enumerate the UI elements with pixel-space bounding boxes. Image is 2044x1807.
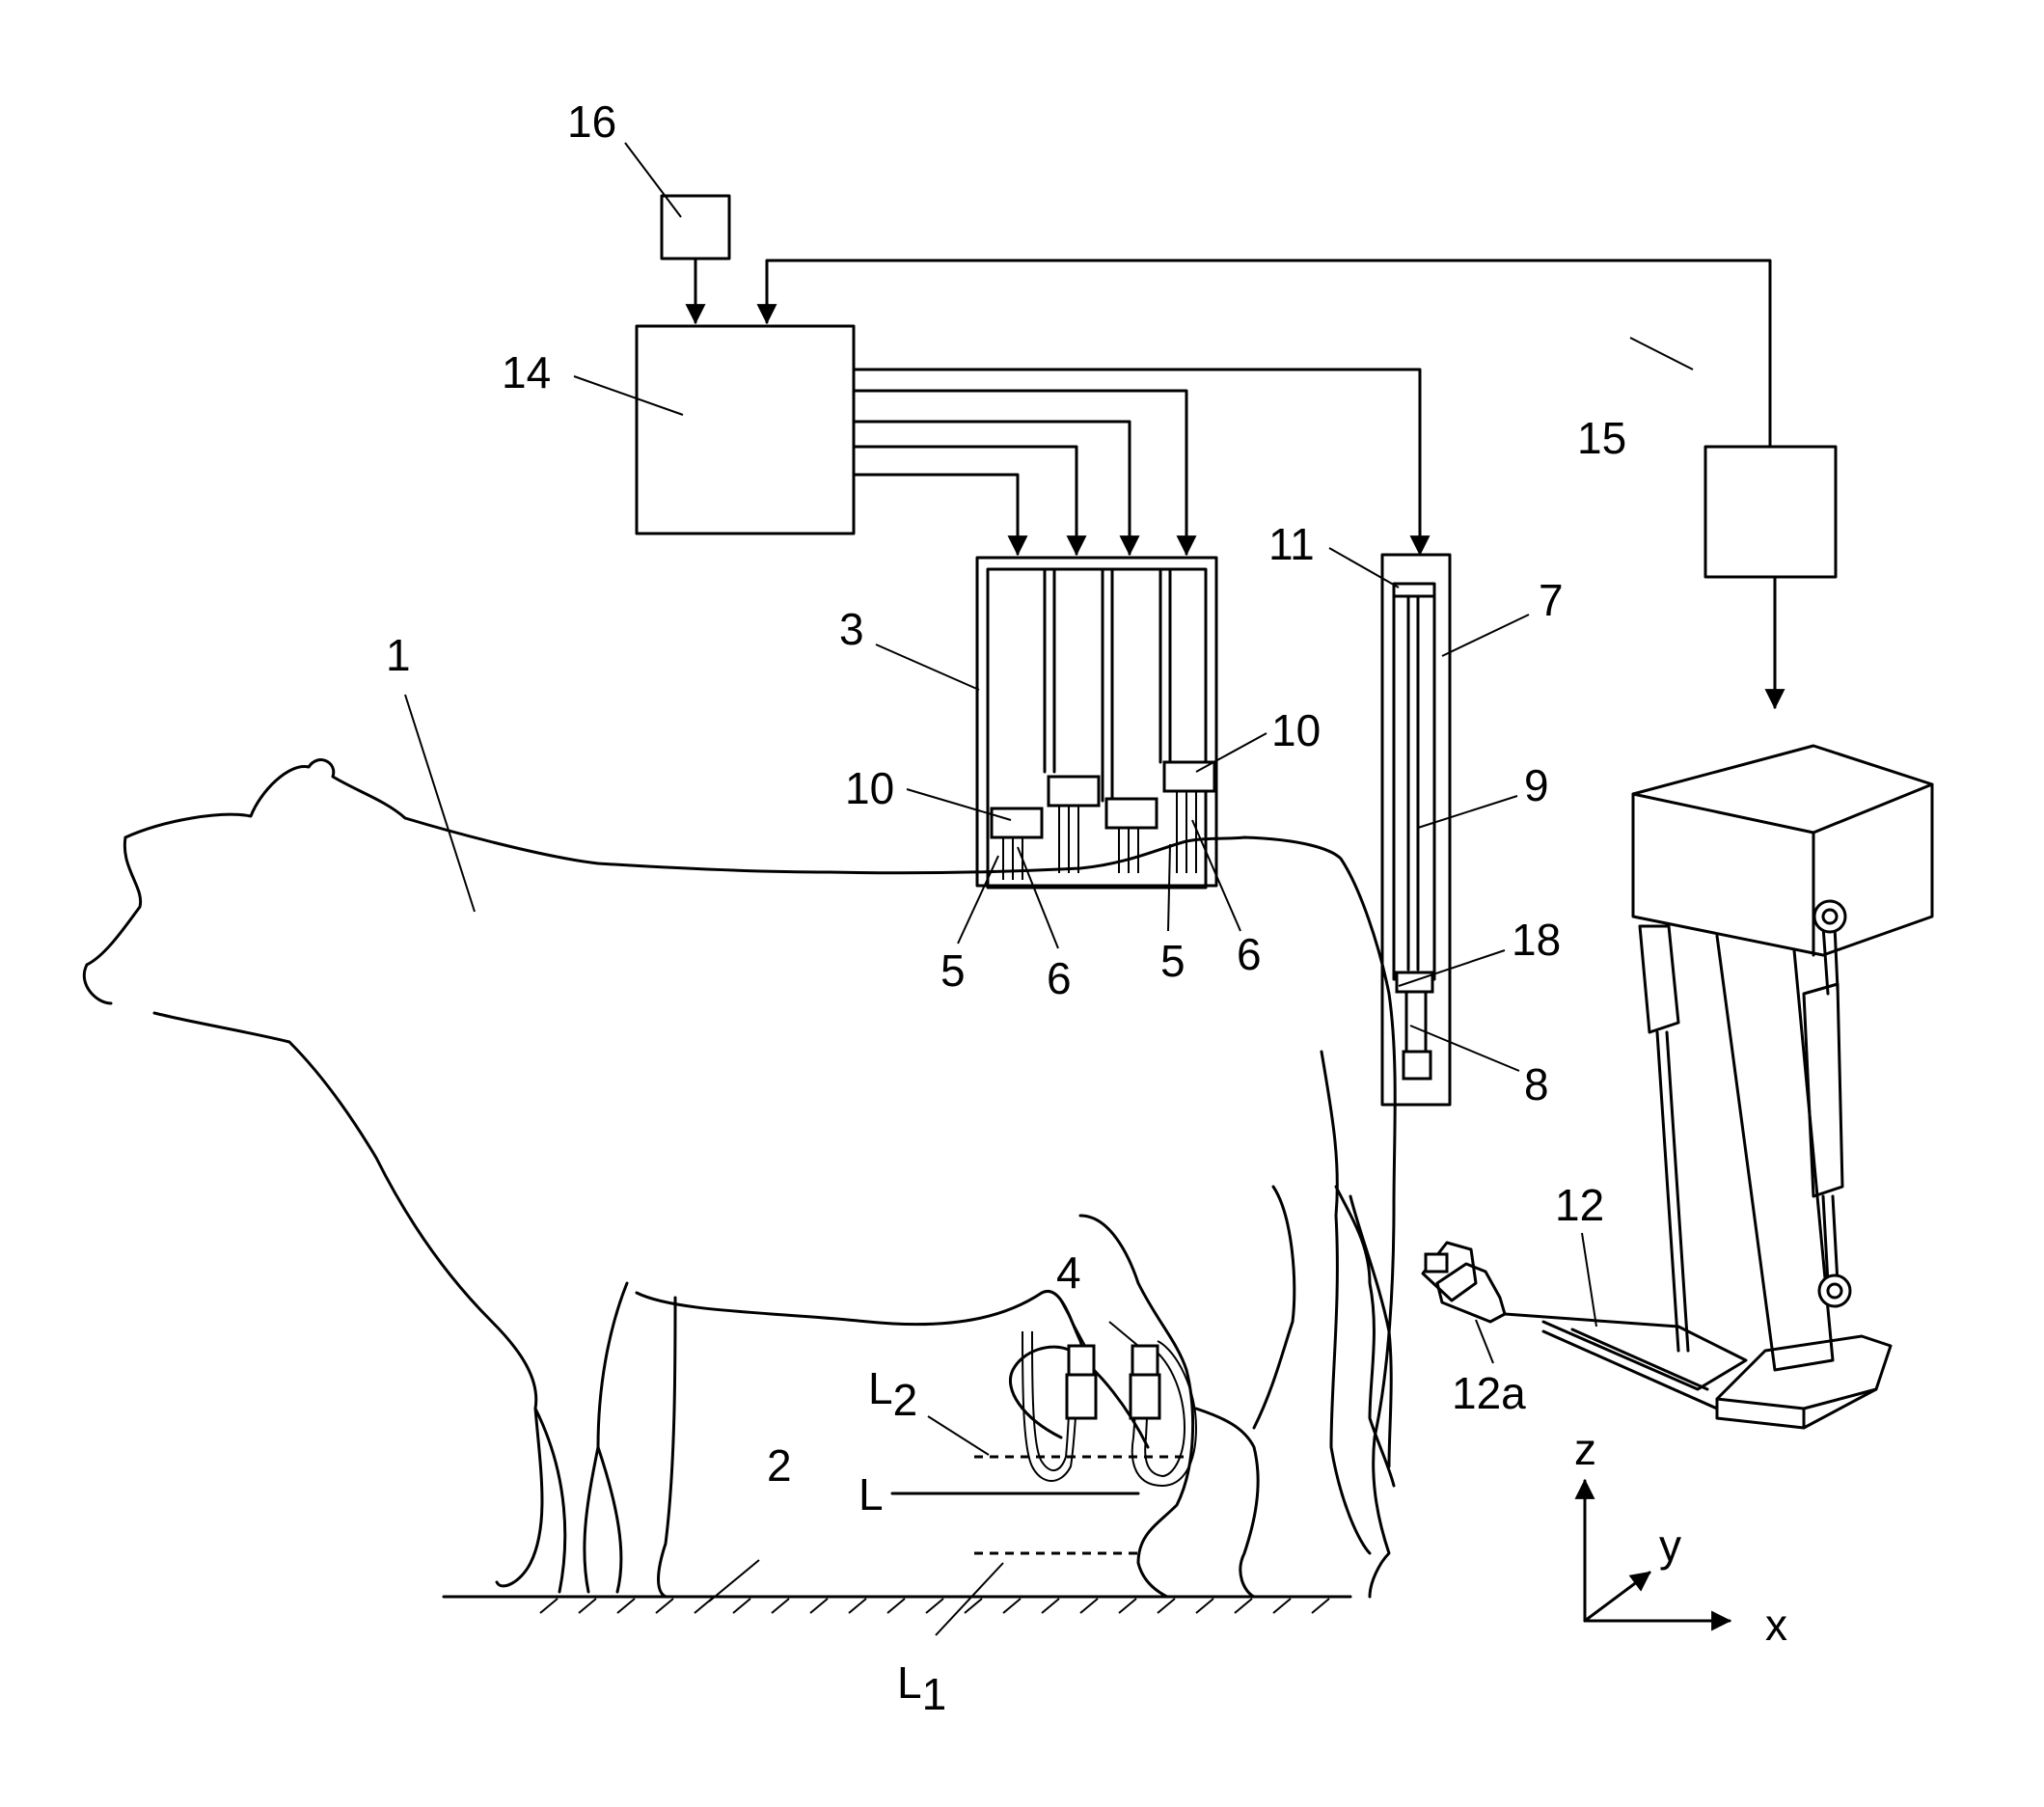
label-7: 7 bbox=[1539, 575, 1564, 625]
floor-hatch-mark bbox=[1312, 1599, 1329, 1613]
floor-hatch-mark bbox=[1158, 1599, 1175, 1613]
label-l: L bbox=[858, 1469, 884, 1520]
teat-cup-rack bbox=[977, 558, 1216, 888]
label-16: 16 bbox=[567, 96, 616, 147]
floor-hatch-mark bbox=[617, 1599, 635, 1613]
label-5-right: 5 bbox=[1160, 936, 1186, 986]
floor-hatch-mark bbox=[1119, 1599, 1136, 1613]
reference-numerals: 16 14 3 1 10 10 5 6 5 6 11 7 9 18 8 15 1… bbox=[386, 96, 1626, 1719]
label-8: 8 bbox=[1524, 1059, 1549, 1109]
axis-z-label: z bbox=[1574, 1424, 1596, 1474]
floor-hatch-mark bbox=[1235, 1599, 1252, 1613]
cup-holder bbox=[1049, 777, 1099, 806]
cup-holder bbox=[1106, 799, 1157, 828]
piston bbox=[1397, 972, 1432, 992]
camera-unit-box bbox=[1705, 447, 1836, 577]
label-10-right: 10 bbox=[1271, 705, 1321, 755]
label-1: 1 bbox=[386, 630, 411, 680]
floor-hatch-mark bbox=[1196, 1599, 1213, 1613]
milking-robot bbox=[1423, 746, 1932, 1428]
label-2: 2 bbox=[767, 1440, 792, 1491]
floor-hatch-mark bbox=[926, 1599, 943, 1613]
axis-x-label: x bbox=[1765, 1600, 1787, 1650]
label-10-left: 10 bbox=[845, 763, 894, 813]
label-6-right: 6 bbox=[1237, 929, 1262, 979]
floor-hatch-mark bbox=[579, 1599, 596, 1613]
floor-hatch-mark bbox=[1273, 1599, 1291, 1613]
label-l2: L2 bbox=[868, 1363, 917, 1425]
label-12a: 12a bbox=[1452, 1368, 1526, 1418]
coordinate-axes: x y z bbox=[1574, 1424, 1787, 1650]
floor-hatch-mark bbox=[656, 1599, 673, 1613]
label-9: 9 bbox=[1524, 760, 1549, 810]
floor-hatch-mark bbox=[733, 1599, 750, 1613]
udder-teat-cups bbox=[892, 1331, 1196, 1553]
cup-holder bbox=[992, 808, 1042, 837]
floor bbox=[444, 1597, 1350, 1613]
label-12: 12 bbox=[1555, 1180, 1604, 1230]
label-3: 3 bbox=[839, 604, 864, 654]
teat-cup bbox=[1131, 1375, 1159, 1418]
label-18: 18 bbox=[1512, 915, 1561, 965]
label-4: 4 bbox=[1056, 1247, 1081, 1298]
label-5-left: 5 bbox=[940, 945, 966, 996]
control-unit-box bbox=[637, 326, 854, 534]
label-15: 15 bbox=[1577, 413, 1626, 463]
axis-y-label: y bbox=[1659, 1520, 1681, 1571]
floor-hatch-mark bbox=[1003, 1599, 1021, 1613]
teat-cup bbox=[1067, 1375, 1096, 1418]
floor-hatch-mark bbox=[849, 1599, 866, 1613]
floor-hatch-mark bbox=[772, 1599, 789, 1613]
floor-hatch-mark bbox=[540, 1599, 558, 1613]
label-6-left: 6 bbox=[1047, 953, 1072, 1003]
label-11: 11 bbox=[1268, 519, 1315, 569]
floor-hatch-mark bbox=[810, 1599, 828, 1613]
floor-hatch-mark bbox=[1080, 1599, 1098, 1613]
floor-hatch-mark bbox=[887, 1599, 905, 1613]
label-l1: L1 bbox=[897, 1657, 946, 1719]
floor-hatch-mark bbox=[1042, 1599, 1059, 1613]
cylinder-end bbox=[1404, 1052, 1431, 1079]
label-14: 14 bbox=[502, 347, 551, 397]
